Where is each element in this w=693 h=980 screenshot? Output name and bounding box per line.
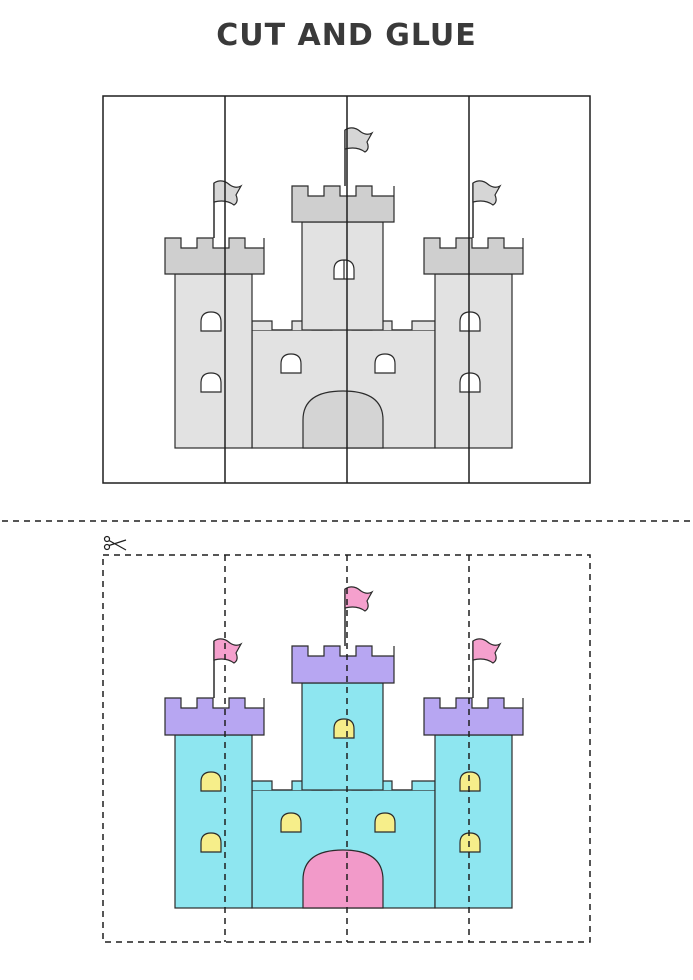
color-door (302, 849, 384, 909)
color-castle (164, 586, 524, 909)
scissors-icon (103, 535, 127, 551)
pink-flag-center (344, 586, 374, 646)
gray-flag-right (472, 180, 502, 238)
gray-windows (200, 259, 481, 393)
worksheet-title: CUT AND GLUE (216, 18, 477, 53)
cut-piece-2[interactable] (225, 555, 347, 942)
cut-piece-3[interactable] (347, 555, 469, 942)
gray-flag-center (344, 127, 374, 186)
glue-grid (102, 95, 591, 484)
cut-piece-4[interactable] (469, 555, 590, 942)
color-center-roof (291, 645, 395, 684)
pink-flag-left (213, 638, 243, 698)
color-left-roof (164, 697, 265, 736)
color-right-tower (434, 734, 513, 909)
gray-center-roof (291, 185, 395, 223)
color-right-roof (423, 697, 524, 736)
gray-left-roof (164, 237, 265, 275)
color-windows (200, 718, 481, 853)
gray-left-tower (174, 273, 253, 449)
gray-right-tower (434, 273, 513, 449)
gray-flag-left (213, 180, 243, 238)
gray-door (302, 390, 384, 449)
pink-flag-right (472, 638, 502, 698)
cut-piece-grid (102, 554, 591, 943)
cut-piece-1[interactable] (103, 555, 225, 942)
gray-castle (164, 127, 524, 449)
gray-right-roof (423, 237, 524, 275)
